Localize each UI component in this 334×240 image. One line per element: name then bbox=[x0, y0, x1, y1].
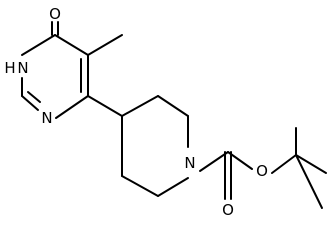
bond-carbonyl-ester-o bbox=[227, 151, 253, 170]
bond-ester-o-cq bbox=[271, 154, 297, 174]
oxo-o-label: O bbox=[49, 5, 61, 23]
bond-c4-pip-c4 bbox=[87, 95, 123, 117]
bond-pip-4 bbox=[157, 177, 189, 197]
ester-o-label: O bbox=[256, 162, 268, 180]
bond-c5-methyl bbox=[87, 34, 123, 56]
bond-n-carbonyl bbox=[199, 151, 229, 172]
bond-c2-n3-double bbox=[27, 91, 41, 103]
bond-c5-c6 bbox=[54, 34, 89, 56]
carbonyl-o-label: O bbox=[222, 201, 234, 219]
n3-label: N bbox=[41, 109, 52, 127]
piperidine-n-label: N bbox=[184, 154, 195, 172]
bond-pip-1 bbox=[121, 95, 159, 117]
bond-cq-me-down bbox=[295, 154, 323, 209]
nh-h-label: H bbox=[4, 59, 15, 77]
bond-n3-c4 bbox=[55, 95, 89, 119]
bond-pip-2 bbox=[157, 95, 189, 117]
bond-cq-me-right bbox=[295, 154, 327, 174]
n1-label: N bbox=[17, 59, 28, 77]
bond-c6-n1 bbox=[21, 34, 56, 56]
bond-c2-n3 bbox=[21, 95, 39, 111]
bond-pip-5 bbox=[121, 175, 159, 197]
